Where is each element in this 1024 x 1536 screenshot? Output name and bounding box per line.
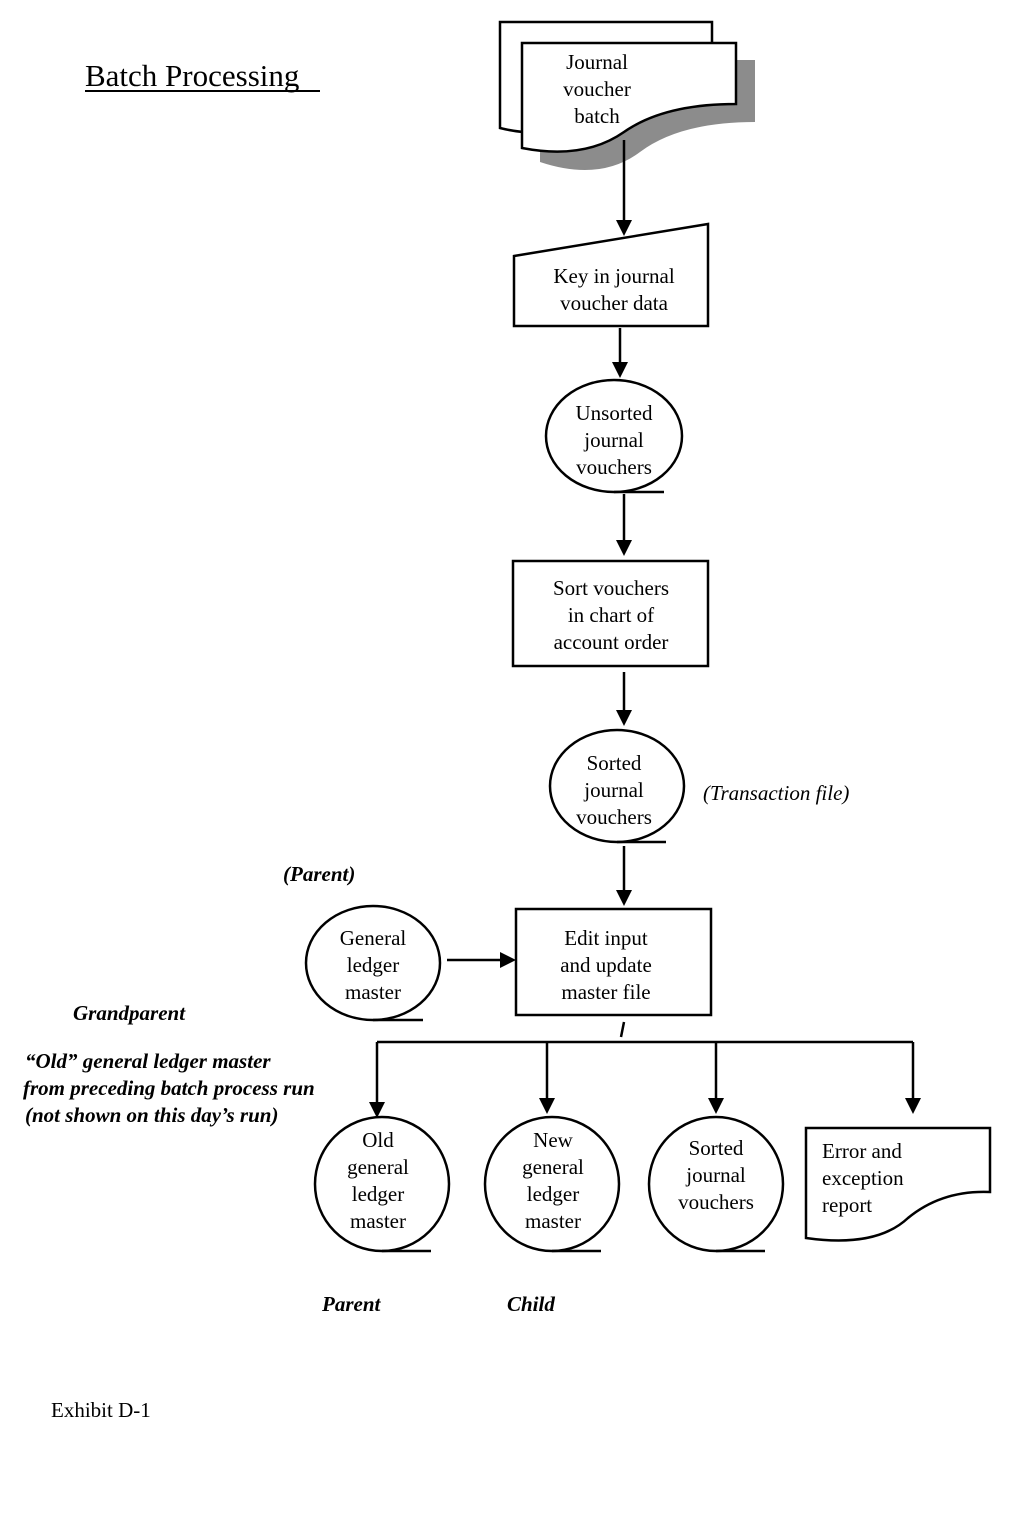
arrow-keyin-to-unsorted [612, 328, 628, 378]
document-shape [804, 1126, 992, 1242]
new-general-ledger-master-file: New general ledger master [483, 1115, 621, 1253]
unsorted-label-line-3: vouchers [576, 455, 652, 479]
general-ledger-master-file: General ledger master [304, 904, 442, 1022]
arrow-glmaster-to-edit [447, 952, 516, 968]
journal-voucher-batch-label-line-2: voucher [563, 77, 631, 101]
unsorted-label-line-2: journal [583, 428, 644, 452]
unsorted-journal-vouchers-file: Unsorted journal vouchers [544, 378, 684, 494]
error-report-label-line-2: exception [822, 1166, 904, 1190]
sorted-out-label-line-3: vouchers [678, 1190, 754, 1214]
parent-top-annotation: (Parent) [283, 862, 355, 886]
gl-master-label-line-1: General [340, 926, 407, 950]
sorted-journal-vouchers-output-file: Sorted journal vouchers [647, 1115, 785, 1253]
old-gl-label-line-4: master [350, 1209, 406, 1233]
new-gl-label-line-2: general [522, 1155, 584, 1179]
process-box [514, 907, 713, 1017]
journal-voucher-batch-label-line-1: Journal [566, 50, 628, 74]
sort-label-line-1: Sort vouchers [553, 576, 669, 600]
error-exception-report-document: Error and exception report [804, 1126, 992, 1242]
key-in-label-line-2: voucher data [560, 291, 669, 315]
sorted-label-line-2: journal [583, 778, 644, 802]
old-master-note-line-3: (not shown on this day’s run) [25, 1103, 278, 1127]
diagram-title: Batch Processing [85, 58, 299, 93]
arrow-batch-to-keyin [616, 140, 632, 236]
unsorted-label-line-1: Unsorted [576, 401, 653, 425]
edit-label-line-2: and update [560, 953, 652, 977]
arrow-sort-to-sorted [616, 672, 632, 726]
old-gl-label-line-1: Old [362, 1128, 394, 1152]
old-master-note-line-2: from preceding batch process run [23, 1076, 315, 1100]
old-gl-label-line-2: general [347, 1155, 409, 1179]
arrow-unsorted-to-sort [616, 494, 632, 556]
sorted-label-line-3: vouchers [576, 805, 652, 829]
sorted-out-label-line-1: Sorted [689, 1136, 744, 1160]
grandparent-annotation: Grandparent [73, 1001, 186, 1025]
gl-master-label-line-2: ledger [347, 953, 399, 977]
key-in-label-line-1: Key in journal [553, 264, 674, 288]
new-gl-label-line-3: ledger [527, 1182, 579, 1206]
old-master-note-line-1: “Old” general ledger master [25, 1049, 271, 1073]
sort-vouchers-process: Sort vouchers in chart of account order [511, 559, 710, 668]
edit-input-update-process: Edit input and update master file [514, 907, 713, 1017]
sort-label-line-3: account order [554, 630, 669, 654]
output-distribution-lines [369, 1021, 921, 1118]
sort-label-line-2: in chart of [568, 603, 654, 627]
process-box [511, 559, 710, 668]
old-gl-label-line-3: ledger [352, 1182, 404, 1206]
new-gl-label-line-4: master [525, 1209, 581, 1233]
old-general-ledger-master-file: Old general ledger master [313, 1115, 451, 1253]
key-in-journal-voucher-data-step: Key in journal voucher data [512, 222, 710, 328]
edit-label-line-3: master file [561, 980, 650, 1004]
manual-input-shape [512, 222, 710, 328]
exhibit-label: Exhibit D-1 [51, 1398, 151, 1422]
sorted-label-line-1: Sorted [587, 751, 642, 775]
edit-label-line-1: Edit input [564, 926, 648, 950]
sorted-out-label-line-2: journal [685, 1163, 746, 1187]
journal-voucher-batch-documents: Journal voucher batch [498, 20, 755, 170]
gl-master-label-line-3: master [345, 980, 401, 1004]
new-gl-label-line-1: New [533, 1128, 573, 1152]
sorted-journal-vouchers-file: Sorted journal vouchers [548, 728, 686, 844]
error-report-label-line-1: Error and [822, 1139, 902, 1163]
document-front [520, 41, 738, 153]
error-report-label-line-3: report [822, 1193, 872, 1217]
transaction-file-annotation: (Transaction file) [703, 781, 849, 805]
journal-voucher-batch-label-line-3: batch [574, 104, 620, 128]
parent-bottom-annotation: Parent [321, 1292, 382, 1316]
arrow-sorted-to-edit [616, 846, 632, 906]
child-annotation: Child [507, 1292, 555, 1316]
